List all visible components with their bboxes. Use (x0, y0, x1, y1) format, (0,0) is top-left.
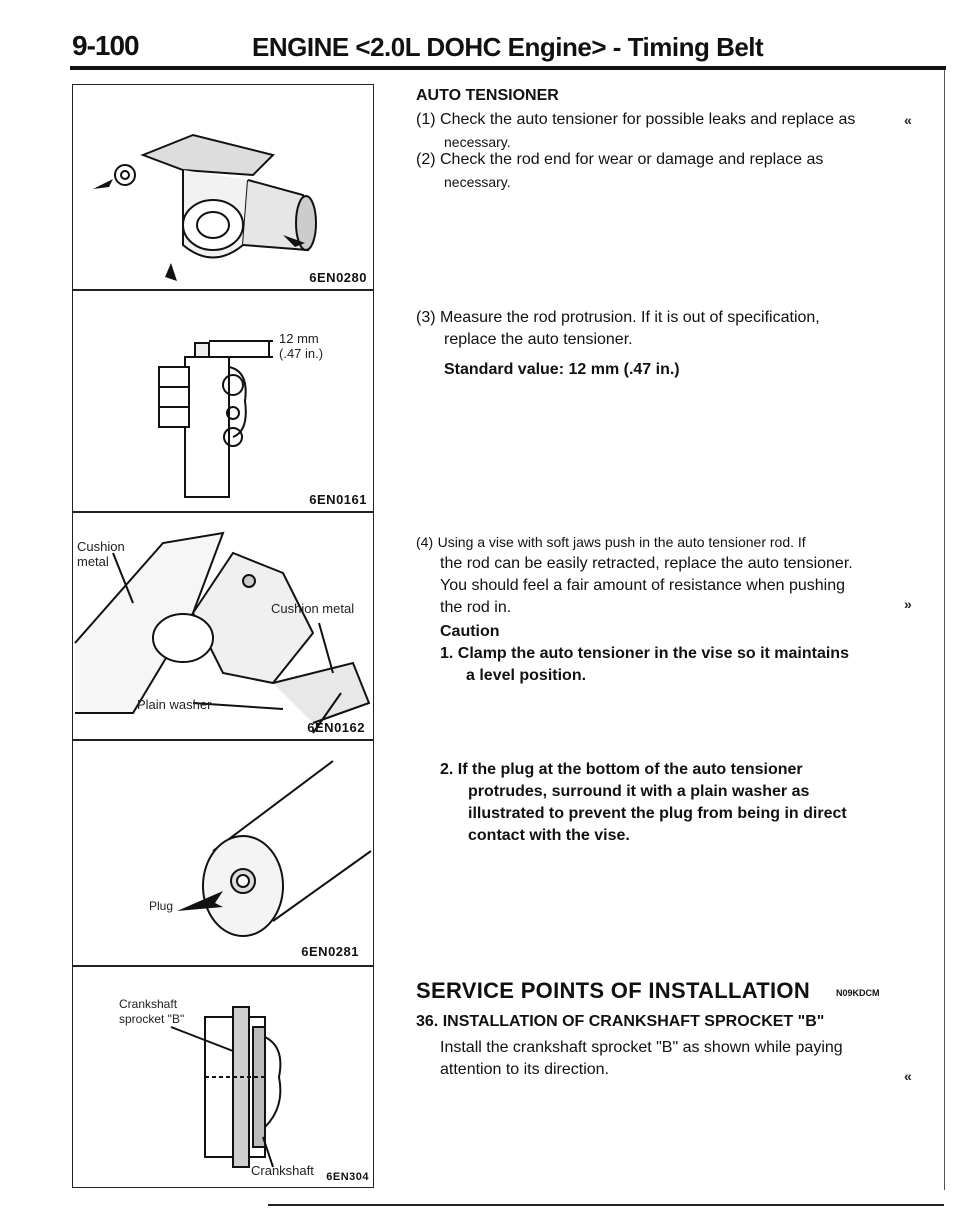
service-points-code: N09KDCM (836, 988, 880, 998)
step-4-line-3: You should feel a fair amount of resista… (440, 577, 846, 594)
step-4-line-2: the rod can be easily retracted, replace… (440, 555, 853, 572)
step-3-line-2: replace the auto tensioner. (444, 331, 633, 348)
figure-vise-cushion-metal: Cushion metal Cushion metal Plain washer… (72, 512, 374, 740)
figure-1-illustration (93, 133, 317, 281)
figure-2-illustration (158, 340, 273, 498)
standard-value: Standard value: 12 mm (.47 in.) (444, 361, 680, 378)
page-number: 9-100 (72, 30, 140, 61)
service-points-title: SERVICE POINTS OF INSTALLATION (416, 978, 811, 1003)
crankshaft-sprocket-label-1: Crankshaft (119, 997, 178, 1011)
step-1: (1) Check the auto tensioner for possibl… (416, 110, 896, 130)
right-margin-rule (944, 70, 945, 1190)
step-3-line-1: (3) Measure the rod protrusion. If it is… (416, 309, 820, 326)
figure-code: 6EN0281 (301, 944, 359, 959)
item-36-line-2: attention to its direction. (440, 1061, 609, 1078)
cushion-label-left: Cushion (77, 539, 125, 554)
plain-washer-label: Plain washer (137, 697, 212, 712)
item-36-heading: 36. INSTALLATION OF CRANKSHAFT SPROCKET … (416, 1013, 825, 1030)
caution-1-line-2: a level position. (466, 667, 587, 684)
figure-5-illustration (170, 1006, 282, 1168)
step-4-line-1-wrap: (4) Using a vise with soft jaws push in … (416, 532, 896, 553)
figure-code: 6EN0161 (309, 492, 367, 507)
caution-2-line-4: contact with the vise. (468, 827, 630, 844)
cushion-metal-label-right: Cushion metal (271, 601, 355, 616)
figure-crankshaft-sprocket: Crankshaft sprocket "B" Crankshaft 6EN30… (72, 966, 374, 1188)
item-36-line-1: Install the crankshaft sprocket "B" as s… (440, 1039, 843, 1056)
plug-label: Plug (149, 899, 174, 913)
step-4-line-1: Using a vise with soft jaws push in the … (437, 534, 806, 550)
protrusion-in-label: (.47 in.) (279, 346, 324, 361)
step-1-line-2: necessary. (444, 134, 511, 150)
page-title: ENGINE <2.0L DOHC Engine> - Timing Belt (252, 32, 764, 62)
crankshaft-sprocket-label-2: sprocket "B" (119, 1012, 185, 1026)
figure-code: 6EN0280 (309, 270, 367, 285)
figure-plug: Plug 6EN0281 (72, 740, 374, 966)
caution-2-line-1: 2. If the plug at the bottom of the auto… (440, 761, 803, 778)
footer-rule (268, 1204, 944, 1206)
figure-code: 6EN0162 (307, 720, 365, 735)
protrusion-mm-label: 12 mm (279, 331, 319, 346)
step-4-line-4: the rod in. (440, 599, 512, 616)
margin-change-mark: » (904, 596, 912, 612)
figure-3-illustration (74, 531, 371, 734)
step-1-number: (1) (416, 111, 436, 128)
caution-1-line-1: 1. Clamp the auto tensioner in the vise … (440, 645, 849, 662)
caution-2-line-2: protrudes, surround it with a plain wash… (468, 783, 810, 800)
header-rule (70, 66, 946, 70)
figure-rod-protrusion: 12 mm (.47 in.) 6EN0161 (72, 290, 374, 512)
auto-tensioner-heading: AUTO TENSIONER (416, 87, 559, 104)
step-2-line-1: (2) Check the rod end for wear or damage… (416, 151, 824, 168)
metal-label-left: metal (77, 554, 109, 569)
step-4-number: (4) (416, 534, 434, 550)
figure-4-illustration (177, 760, 372, 937)
margin-change-mark: « (904, 1068, 912, 1084)
step-2-line-2: necessary. (444, 174, 511, 190)
crankshaft-label: Crankshaft (251, 1163, 314, 1178)
step-1-line-1: Check the auto tensioner for possible le… (440, 111, 856, 128)
margin-change-mark: « (904, 112, 912, 128)
caution-2-line-3: illustrated to prevent the plug from bei… (468, 805, 847, 822)
figure-code: 6EN304 (326, 1171, 369, 1183)
figure-auto-tensioner-leak-check: 6EN0280 (72, 84, 374, 290)
caution-label: Caution (440, 623, 500, 640)
